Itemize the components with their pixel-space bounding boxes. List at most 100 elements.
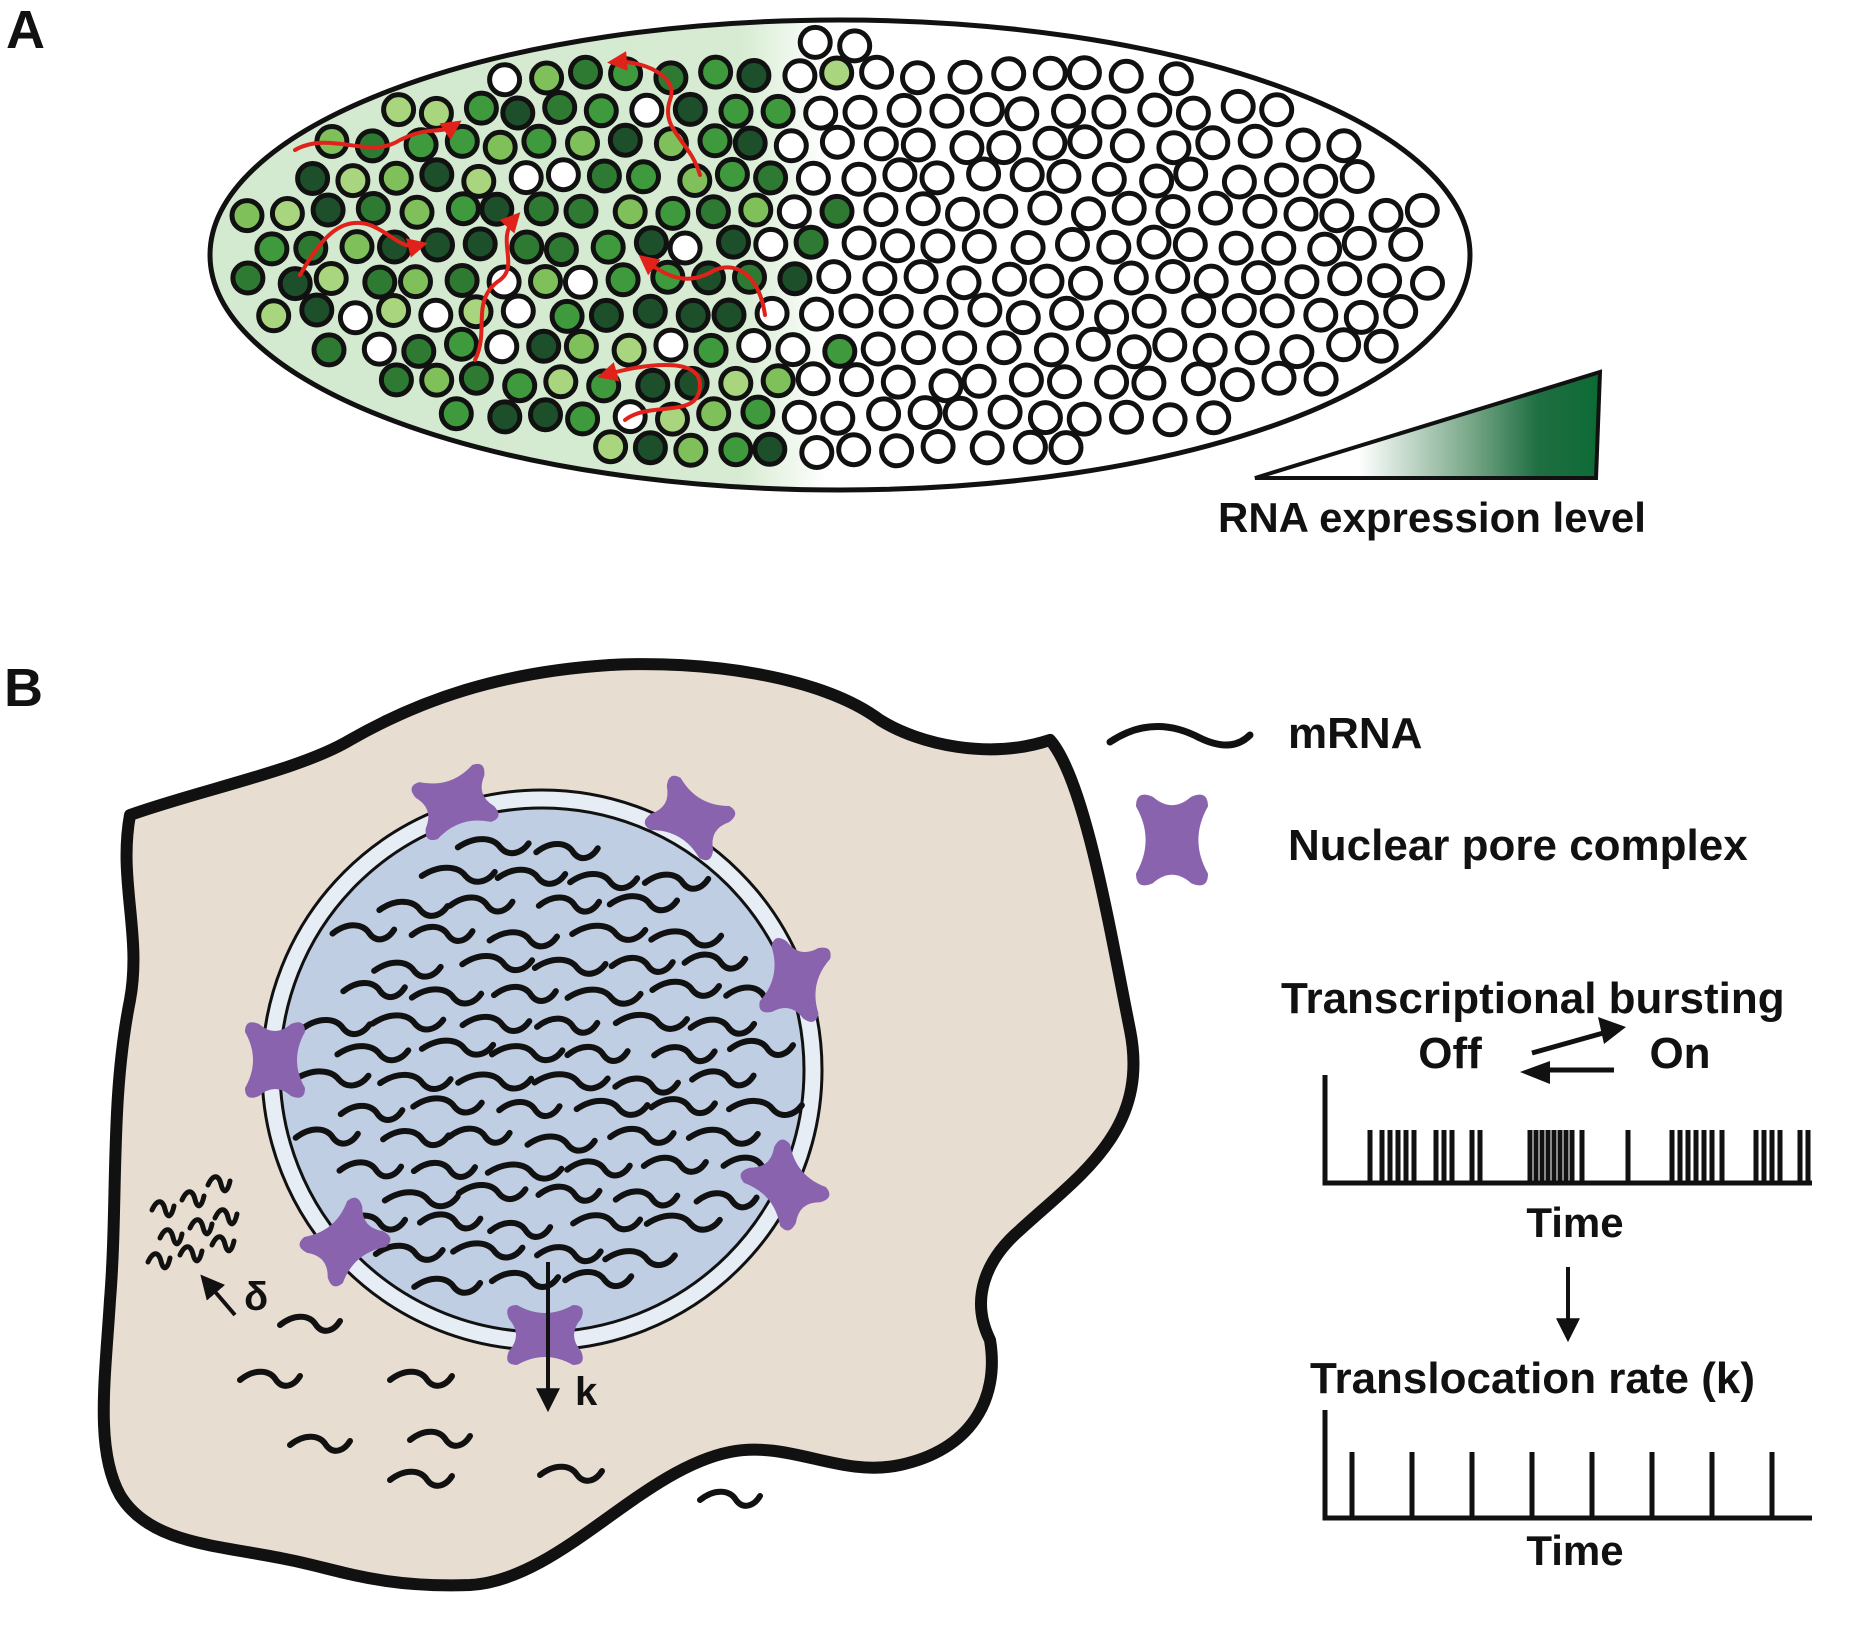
embryo-nucleus — [1005, 300, 1041, 336]
mrna-squiggle — [187, 1217, 215, 1237]
embryo-nucleus — [803, 95, 839, 131]
embryo-nucleus — [563, 328, 599, 364]
embryo-nucleus — [1047, 364, 1082, 400]
embryo-nucleus — [714, 156, 750, 192]
embryo-nucleus — [880, 364, 916, 400]
embryo-nucleus — [1027, 190, 1063, 226]
embryo-nucleus — [1175, 95, 1211, 131]
embryo-nucleus — [487, 399, 523, 435]
embryo-nucleus — [753, 160, 789, 196]
embryo-nucleus — [509, 229, 545, 265]
axis — [1322, 1410, 1812, 1521]
embryo-nucleus — [1341, 225, 1377, 261]
embryo-nucleus — [886, 92, 922, 128]
embryo-nucleus — [1307, 231, 1343, 267]
embryo-nucleus — [920, 429, 956, 464]
mrna-squiggle — [209, 1234, 237, 1254]
mrna-squiggle — [612, 1188, 681, 1209]
embryo-nucleus — [310, 192, 346, 228]
embryo-nucleus — [882, 157, 918, 193]
embryo-nucleus — [1367, 263, 1403, 299]
embryo-nucleus — [900, 127, 936, 163]
embryo-nucleus — [502, 368, 538, 404]
embryo-nucleus — [337, 300, 373, 336]
mrna-squiggle — [418, 864, 498, 885]
embryo-nucleus — [929, 93, 965, 129]
mrna-squiggle — [416, 1211, 484, 1232]
embryo-nucleus — [949, 130, 985, 166]
embryo-nucleus — [947, 59, 983, 95]
embryo-nucleus — [1111, 190, 1147, 226]
embryo-nucleus — [923, 294, 959, 330]
embryo-nucleus — [863, 192, 899, 228]
mrna-squiggle — [533, 1244, 604, 1265]
embryo-nucleus — [777, 261, 813, 297]
embryo-nucleus — [399, 194, 435, 230]
mrna-squiggle — [277, 1313, 343, 1334]
embryo-nucleus — [445, 191, 481, 227]
mrna-squiggle — [726, 1037, 797, 1058]
embryo-nucleus — [1388, 226, 1424, 262]
mrna-squiggle — [157, 1227, 185, 1247]
embryo-nucleus — [880, 228, 915, 264]
embryo-nucleus — [1010, 230, 1046, 265]
expression-gradient-legend: RNA expression level — [1218, 369, 1646, 541]
mrna-squiggle — [524, 1133, 598, 1154]
mrna-squiggle — [697, 1488, 763, 1509]
reversible-arrow-icon — [1520, 1017, 1626, 1084]
embryo-nucleus — [403, 127, 439, 163]
embryo-nucleus — [1181, 293, 1217, 329]
embryo-nucleus — [819, 124, 855, 160]
embryo-nucleus — [991, 56, 1027, 92]
embryo-nucleus — [335, 163, 371, 199]
embryo-nucleus — [1048, 430, 1084, 466]
legend-mrna-label: mRNA — [1288, 709, 1422, 758]
red-arrow — [298, 220, 428, 277]
embryo — [207, 17, 1473, 493]
embryo-nucleus — [1193, 263, 1229, 299]
mrna-squiggle — [562, 1269, 635, 1290]
mrna-squiggle — [371, 959, 444, 980]
embryo-nucleus — [521, 123, 557, 159]
mrna-squiggle — [607, 1125, 677, 1146]
state-on-label: On — [1649, 1029, 1710, 1078]
embryo-nucleus — [528, 264, 563, 299]
embryo-nucleus — [419, 157, 455, 193]
embryo-nucleus — [269, 196, 305, 231]
embryo-nucleus — [635, 367, 671, 403]
embryo-nucleus — [907, 395, 943, 431]
embryo-nucleus — [1049, 295, 1085, 331]
embryo-nucleus — [1326, 128, 1362, 164]
embryo-nucleus — [1033, 332, 1069, 368]
embryo-nucleus — [928, 368, 964, 404]
embryo-nucleus — [339, 229, 375, 265]
mrna-squiggle — [726, 1097, 805, 1118]
translocation-plot: Translocation rate (k) Time — [1310, 1354, 1812, 1574]
red-arrow — [638, 255, 767, 317]
red-arrow — [473, 212, 521, 362]
bursting-time-label: Time — [1526, 1199, 1623, 1246]
embryo-nucleus — [293, 230, 329, 266]
embryo-nucleus — [697, 123, 733, 159]
embryo-nucleus — [419, 362, 455, 398]
embryo-nucleus — [967, 292, 1003, 328]
embryo-nucleus — [545, 157, 581, 193]
nuclear-mrna-cluster — [291, 836, 805, 1296]
embryo-nucleus — [1279, 334, 1315, 370]
embryo-nucleus — [1152, 402, 1188, 438]
embryo-outline — [207, 17, 1473, 493]
embryo-nucleus — [836, 432, 872, 468]
embryo-nucleus — [946, 265, 982, 301]
mrna-squiggle-icon — [1106, 722, 1254, 749]
embryo-nucleus — [1068, 265, 1103, 301]
nuclear-pore-complex-icon — [245, 1022, 305, 1098]
embryo-nucleus — [529, 60, 565, 96]
mrna-squiggle — [648, 928, 725, 949]
mrna-squiggle — [612, 1075, 681, 1096]
mrna-squiggle — [177, 1244, 205, 1264]
embryo-nucleus — [675, 297, 711, 333]
embryo-nucleus — [1046, 158, 1082, 194]
mrna-squiggle — [446, 1125, 513, 1146]
embryo-nucleus — [463, 90, 499, 126]
burst-trace — [1322, 1075, 1812, 1186]
